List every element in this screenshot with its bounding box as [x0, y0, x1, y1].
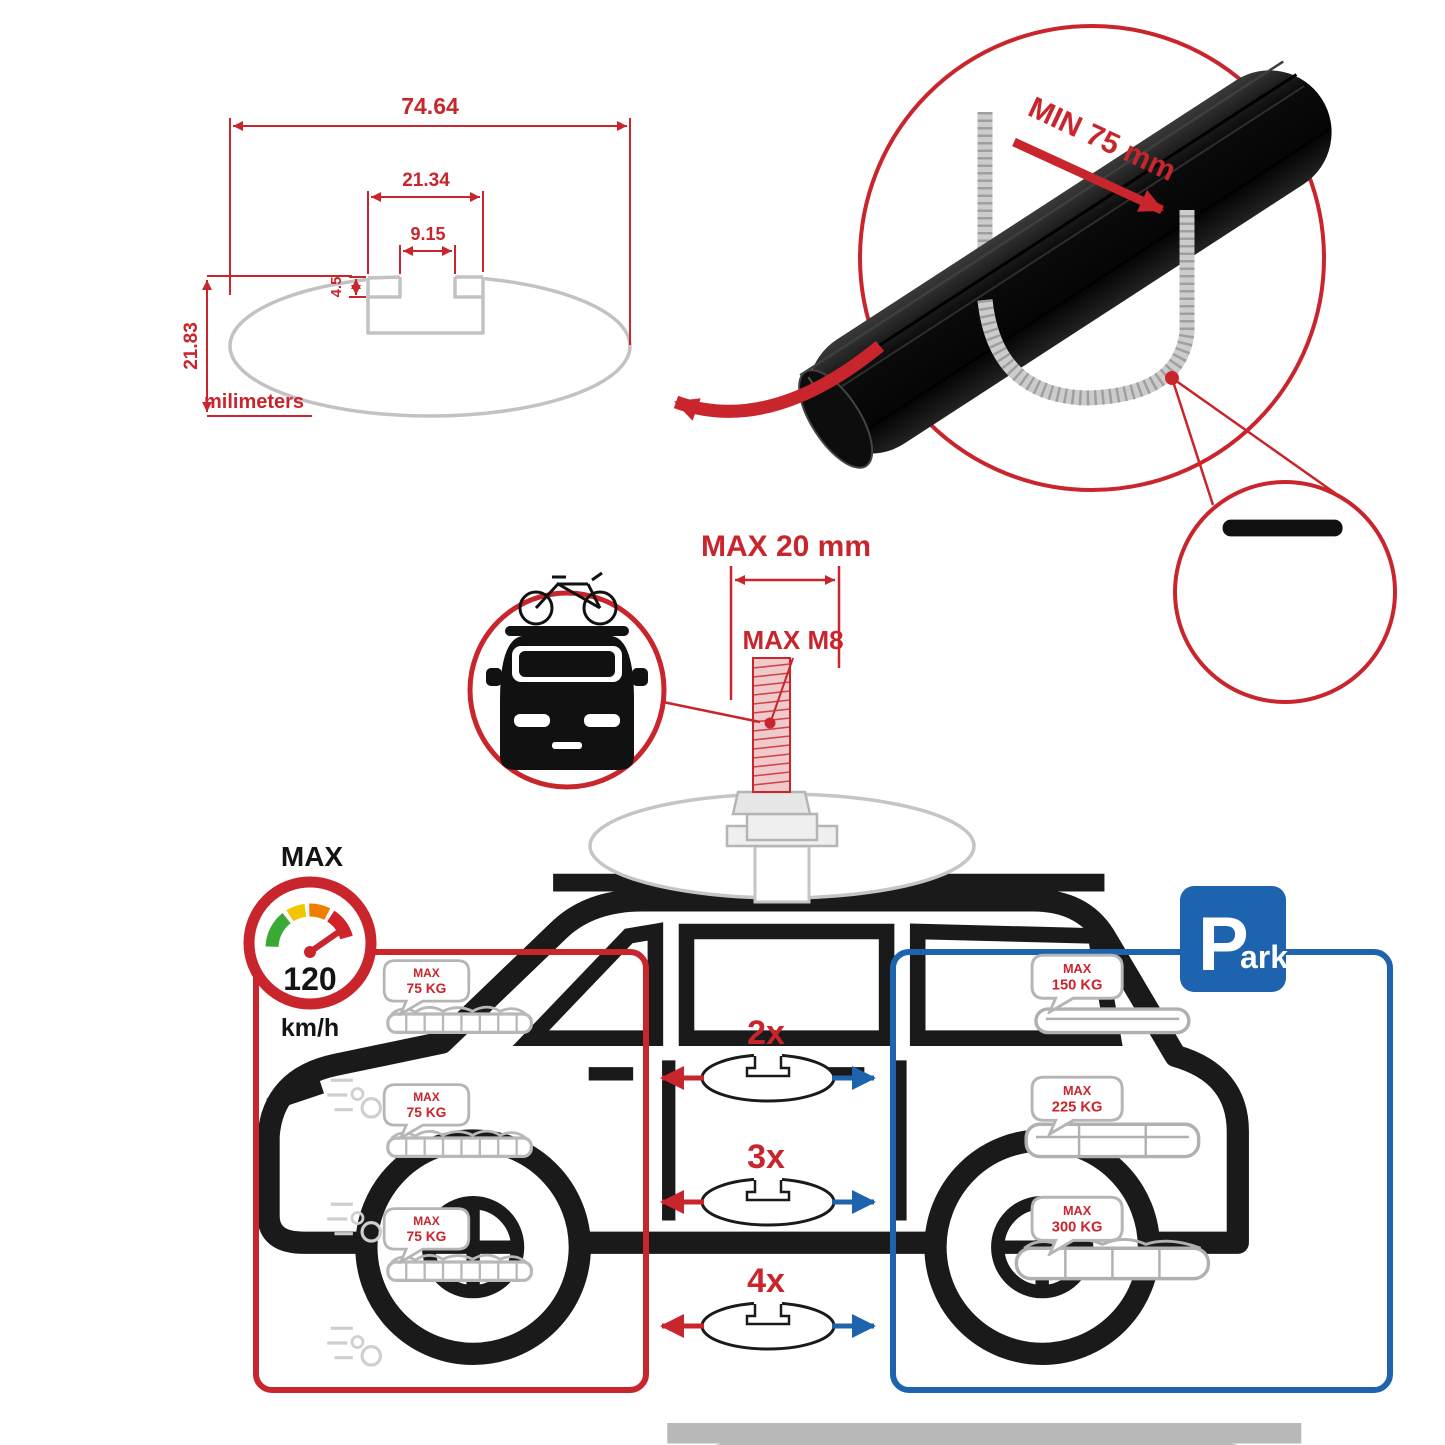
driving-car-row: MAX 75 KG	[327, 1083, 533, 1243]
dim-total-width: 74.64	[401, 93, 459, 119]
driving-car-row: MAX 75 KG	[327, 959, 1445, 1445]
speed-value: 120	[283, 961, 336, 997]
multiplier-qty: 2x	[747, 1014, 785, 1052]
load-tag-value: 75 KG	[407, 981, 447, 996]
clamp-u-bend	[977, 210, 1195, 406]
load-tag-value: 225 KG	[1052, 1100, 1103, 1116]
driving-panel-border	[253, 949, 649, 1393]
zoom-out-arrow	[673, 340, 885, 421]
park-sign-p: P	[1198, 902, 1249, 987]
bike-icon	[518, 571, 618, 626]
parking-car-row: MAX 150 KG	[1030, 953, 1191, 1035]
load-tag-value: 300 KG	[1052, 1220, 1103, 1236]
multiplier-rows: 2x 3x 4x	[660, 1014, 876, 1351]
load-tag-value: 75 KG	[407, 1229, 447, 1244]
driving-suv	[514, 1433, 1445, 1445]
multiplier-qty: 3x	[747, 1138, 785, 1176]
multiplier-qty: 4x	[747, 1262, 785, 1300]
parking-car-row: MAX 300 KG	[1014, 1195, 1211, 1281]
speed-unit: km/h	[281, 1014, 339, 1042]
parking-panel-border	[890, 949, 1393, 1393]
dim-lip-depth: 4.5	[328, 277, 345, 298]
park-sign: P ark	[1180, 886, 1288, 992]
load-tag-title: MAX	[1063, 1083, 1092, 1098]
units-label: milimeters	[204, 391, 304, 413]
clamp-foot	[753, 844, 811, 904]
speed-limit-gauge: MAX 120 km/h	[243, 841, 377, 1042]
load-tag-value: 75 KG	[407, 1105, 447, 1120]
speed-max-label: MAX	[281, 841, 344, 872]
dim-slot-width: 9.15	[410, 224, 445, 244]
gauge-ring	[243, 876, 377, 1010]
bolt-thread-label: MAX M8	[742, 625, 843, 655]
bolt-detail-section: MAX 20 mm MAX M8	[588, 530, 976, 904]
dim-channel-width: 21.34	[402, 170, 450, 191]
load-tag-title: MAX	[413, 966, 440, 980]
roof-cargo	[1034, 1007, 1191, 1035]
load-tag-title: MAX	[413, 1090, 440, 1104]
gauge-needle	[307, 926, 346, 955]
load-tag-title: MAX	[413, 1214, 440, 1228]
t-nut	[745, 812, 819, 842]
roof-box	[1222, 519, 1343, 537]
roofbox-circle	[1173, 480, 1397, 704]
bolt-head	[731, 790, 812, 816]
load-tag-title: MAX	[1063, 1203, 1092, 1218]
driving-panel-cars: MAX 75 KG MAX 75 KG MAX 75 KG	[327, 959, 1445, 1445]
driving-car-row: MAX 75 KG	[327, 1207, 533, 1367]
roofbox-car-detail	[269, 376, 1397, 1354]
bike-car-detail	[467, 571, 761, 790]
load-tag-title: MAX	[1063, 961, 1092, 976]
bolt-length-label: MAX 20 mm	[701, 530, 871, 563]
park-sign-ark: ark	[1240, 939, 1288, 975]
parking-car-row: MAX 225 KG	[1024, 1075, 1201, 1159]
load-tag-value: 150 KG	[1052, 977, 1103, 993]
min-clearance-arrow	[1012, 137, 1164, 215]
technical-drawing: 74.64 21.34 9.15 4.5 21.83 milimeters	[181, 93, 632, 418]
profile-channel	[366, 275, 485, 335]
dim-total-height: 21.83	[181, 322, 202, 370]
parking-panel-cars: MAX 150 KG MAX 225 KG MAX 300 KG	[1014, 953, 1211, 1281]
crossbar-profile-icon	[700, 1300, 836, 1351]
bar-zoom-detail: MIN 75 mm	[798, 24, 1332, 492]
bolt-pointer-dot	[764, 717, 776, 729]
car-front-icon	[486, 626, 648, 770]
exhaust-smoke	[327, 1326, 383, 1367]
